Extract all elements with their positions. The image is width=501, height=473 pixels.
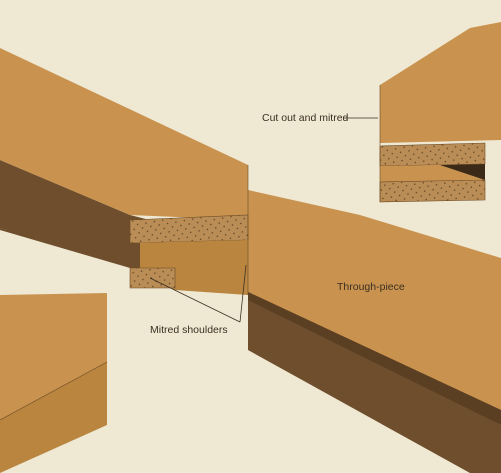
through-piece-label: Through-piece (337, 281, 405, 293)
cross-piece-member (0, 48, 249, 295)
shoulder-leader-right (239, 264, 247, 323)
upper-right-top (380, 22, 501, 143)
lower-left-edge (0, 361, 108, 421)
cross-piece-notch (130, 243, 140, 268)
cross-piece-face (130, 240, 248, 295)
shoulder-leader-left (149, 277, 241, 323)
cross-piece-glue-upper (129, 214, 249, 244)
cross-piece-glue-lower (129, 267, 176, 289)
lower-left-front (0, 362, 107, 473)
upper-right-glue-lower (379, 179, 486, 203)
through-piece-lower-edge (248, 292, 501, 425)
mitred-shoulders-label: Mitred shoulders (150, 324, 228, 336)
upper-right-recess (440, 164, 485, 180)
cut-out-label: Cut out and mitred (262, 112, 349, 124)
through-piece-side (0, 160, 501, 473)
cross-piece-top (0, 48, 248, 220)
upper-right-glue-upper (379, 142, 486, 167)
lower-left-top (0, 293, 107, 420)
upper-right-piece (379, 22, 501, 203)
through-piece-top (248, 190, 501, 410)
through-piece-member (0, 160, 501, 473)
lower-left-piece (0, 293, 108, 473)
